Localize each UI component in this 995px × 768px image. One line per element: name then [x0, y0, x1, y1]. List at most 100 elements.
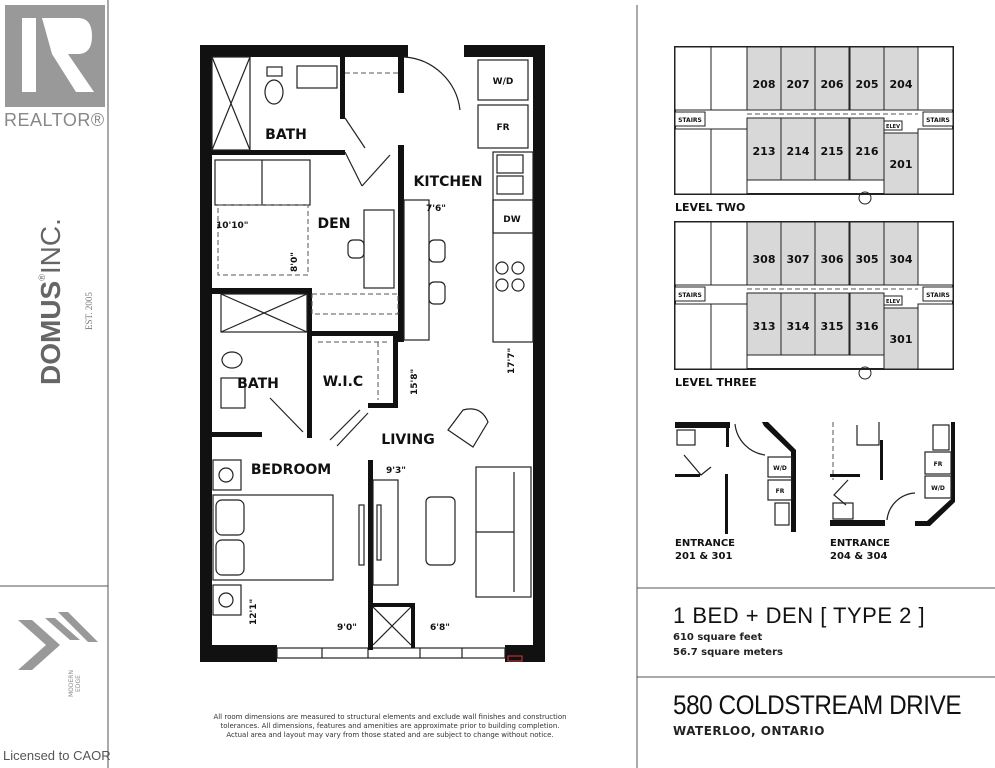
- unit-type-title: 1 BED + DEN [ TYPE 2 ]: [673, 603, 926, 628]
- room-label-kitchen: KITCHEN: [414, 174, 483, 190]
- unit-205[interactable]: [849, 46, 885, 111]
- unit-304[interactable]: [883, 221, 919, 286]
- unit-214[interactable]: [780, 117, 816, 181]
- unit-208[interactable]: [746, 46, 782, 111]
- unit-number: 301: [890, 333, 913, 346]
- unit-306[interactable]: [814, 221, 850, 286]
- unit-215[interactable]: [814, 117, 850, 181]
- wing-unit: [710, 303, 748, 370]
- pillow-icon: [215, 539, 245, 576]
- door-bath2: [269, 397, 304, 433]
- bedroom-wall: [368, 460, 373, 650]
- dimension-label: 7'6": [426, 204, 446, 214]
- wing-unit: [674, 128, 712, 195]
- wing-unit: [710, 46, 748, 111]
- bath2-right-wall: [307, 288, 312, 438]
- unit-201[interactable]: [883, 132, 919, 195]
- unit-number: 315: [821, 320, 844, 333]
- toilet-1-tank: [266, 66, 283, 77]
- sink-icon: [676, 429, 696, 446]
- unit-308[interactable]: [746, 221, 782, 286]
- burner-icon: [495, 278, 509, 292]
- sink-icon: [832, 502, 854, 520]
- pillow-icon: [215, 499, 245, 536]
- kitchen-partition: [398, 145, 404, 342]
- unit-301[interactable]: [883, 307, 919, 370]
- unit-213[interactable]: [746, 117, 782, 181]
- door: [833, 479, 849, 506]
- wing-unit: [674, 303, 712, 370]
- dimension-label: 6'8": [430, 623, 450, 633]
- unit-204[interactable]: [883, 46, 919, 111]
- unit-number: 306: [821, 253, 844, 266]
- corridor-wall: [762, 422, 796, 532]
- disclaimer-line: tolerances. All dimensions, features and…: [220, 722, 560, 730]
- sofa-bed-extended: [217, 204, 309, 276]
- dimension-label: 10'10": [216, 221, 249, 231]
- entry-door-swing: [403, 56, 461, 111]
- unit-305[interactable]: [849, 221, 885, 286]
- shower-x: [211, 56, 251, 151]
- domus-registered: ®: [37, 274, 47, 281]
- unit-floor-plan: W/D FR DW: [200, 45, 545, 662]
- unit-206[interactable]: [814, 46, 850, 111]
- door: [683, 454, 712, 476]
- kitchen-island: [403, 199, 430, 341]
- closet-right-wall: [411, 603, 415, 648]
- washer-dryer: [767, 456, 793, 478]
- stairs-label: STAIRS: [926, 292, 950, 299]
- toilet-2-icon: [221, 351, 243, 369]
- armchair-icon: [447, 408, 489, 448]
- window-strip: [276, 647, 506, 659]
- area-sqft: 610 square feet: [673, 632, 763, 643]
- stairs-left: [674, 111, 706, 127]
- elevator: [883, 295, 903, 306]
- wing-unit: [674, 221, 712, 286]
- room-label-wic: W.I.C: [323, 374, 363, 390]
- realtor-logo-bar: [22, 18, 36, 92]
- shower-2: [220, 293, 308, 333]
- unit-number: 207: [787, 78, 810, 91]
- unit-314[interactable]: [780, 292, 816, 356]
- stairs-left: [674, 286, 706, 302]
- door-swing: [734, 423, 766, 456]
- wing-unit: [917, 221, 954, 286]
- door-den-leaf: [361, 154, 391, 187]
- entrance-detail-201-301: W/D FR ENTRANCE 201 & 301: [675, 422, 796, 562]
- chair-icon: [347, 239, 365, 259]
- dimension-label: 9'3": [386, 466, 406, 476]
- dishwasher: [492, 199, 534, 234]
- door-swing: [886, 492, 916, 521]
- unit-315[interactable]: [814, 292, 850, 356]
- entrance-units: 201 & 301: [675, 551, 732, 562]
- fridge: [924, 451, 952, 475]
- stool-icon: [428, 239, 446, 263]
- unit-number: 308: [753, 253, 776, 266]
- wing-unit: [917, 46, 954, 111]
- fr-label: FR: [776, 488, 785, 495]
- unit-number: 313: [753, 320, 776, 333]
- room-label-bath: BATH: [265, 127, 307, 143]
- unit-313[interactable]: [746, 292, 782, 356]
- modern-edge-line1: MODERN: [68, 670, 75, 697]
- wall-left: [200, 45, 212, 662]
- level-label: LEVEL TWO: [675, 201, 745, 214]
- kitchen-sink: [496, 175, 524, 195]
- burner-icon: [511, 278, 525, 292]
- tv-console: [372, 479, 399, 586]
- wic-top-wall: [312, 331, 398, 336]
- unit-number: 208: [753, 78, 776, 91]
- sink-2-icon: [220, 377, 246, 409]
- modern-edge-logo-icon: [18, 612, 98, 670]
- domus-wordmark: DOMUS: [35, 280, 66, 385]
- fr-label: FR: [496, 123, 509, 133]
- shower-1: [211, 56, 251, 151]
- unit-number: 305: [856, 253, 879, 266]
- lamp-icon: [218, 467, 234, 483]
- unit-307[interactable]: [780, 221, 816, 286]
- wic-bottom-wall: [368, 403, 398, 408]
- unit-207[interactable]: [780, 46, 816, 111]
- kitchen-sink: [496, 154, 524, 174]
